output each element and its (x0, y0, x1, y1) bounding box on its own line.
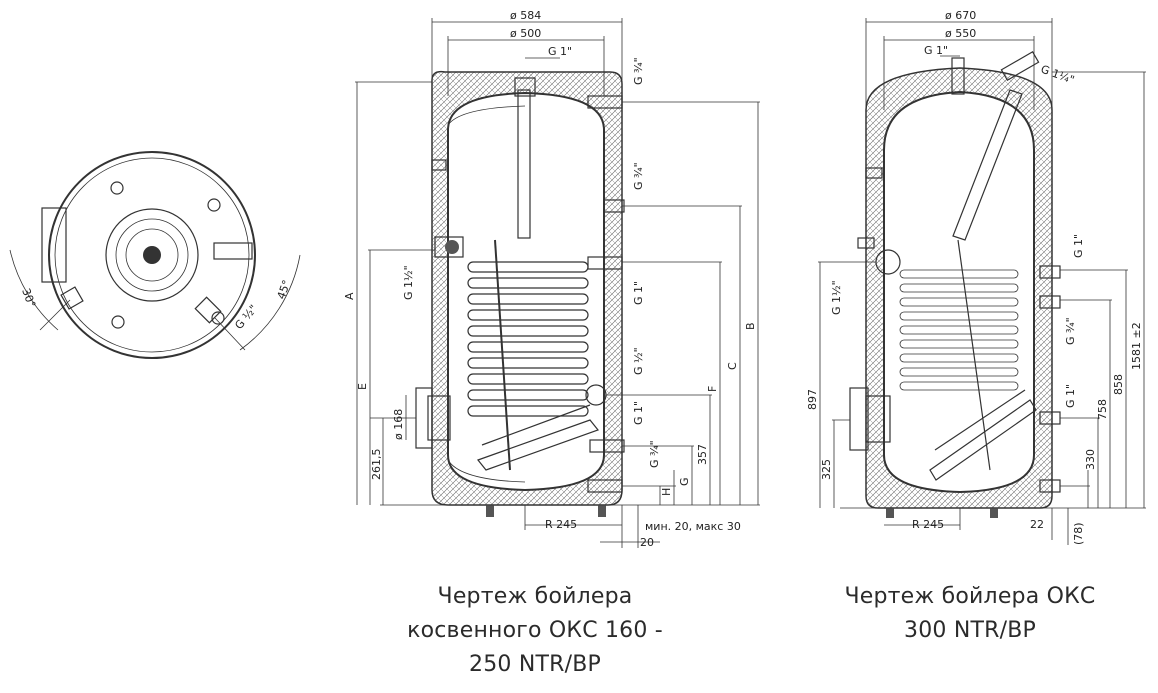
left-dim-G: G (678, 477, 691, 486)
left-top-thread-label: G 1" (548, 45, 572, 58)
right-thread-2: G ¾" (1064, 317, 1077, 345)
left-thread-3: G 1" (632, 281, 645, 305)
left-thread-2: G ¾" (632, 162, 645, 190)
left-drawing: ø 584 ø 500 G 1" G ¾" G ¾" G 1" G ½" G 1… (343, 9, 760, 549)
left-dim-B: B (744, 322, 757, 330)
left-caption: Чертеж бойлера косвенного ОКС 160 - 250 … (360, 580, 710, 682)
left-right-threads: G ¾" G ¾" G 1" G ½" G 1" G ¾" (632, 57, 661, 468)
left-caption-line-1: Чертеж бойлера (437, 584, 633, 609)
right-bottom-22: 22 (1030, 518, 1044, 531)
left-dim-F: F (706, 386, 719, 392)
right-thread-1: G 1" (1072, 234, 1085, 258)
left-dia-inner-label: ø 500 (510, 27, 541, 40)
left-thread-6: G ¾" (648, 440, 661, 468)
left-dim-E: E (356, 383, 369, 390)
right-dim-897: 897 (806, 389, 819, 410)
right-r-label: R 245 (912, 518, 944, 531)
right-dia-outer-label: ø 670 (945, 9, 976, 22)
left-dim-261: 261,5 (370, 449, 383, 481)
left-dim-357: 357 (696, 444, 709, 465)
angle-45-label: 45° (275, 278, 294, 301)
left-caption-line-3: 250 NTR/BP (469, 652, 601, 677)
left-coil (467, 239, 599, 471)
right-side-thread: G 1½" (830, 280, 843, 315)
right-dim-858: 858 (1112, 374, 1125, 395)
right-dim-325: 325 (820, 459, 833, 480)
left-thread-1: G ¾" (632, 57, 645, 85)
right-caption-line-2: 300 NTR/BP (904, 618, 1036, 643)
left-dia-outer-label: ø 584 (510, 9, 541, 22)
right-coil (899, 239, 1037, 481)
left-bottom-20: 20 (640, 536, 654, 549)
right-caption-line-1: Чертеж бойлера ОКС (844, 584, 1096, 609)
right-dim-330: 330 (1084, 449, 1097, 470)
right-thread-3: G 1" (1064, 384, 1077, 408)
top-view: 30° 45° G ½" (9, 151, 301, 359)
left-thread-4: G ½" (632, 347, 645, 375)
right-diag-thread-label: G 1¼" (1039, 63, 1076, 87)
left-dim-H: H (660, 488, 673, 496)
left-bottom-note: мин. 20, макс 30 (645, 520, 741, 533)
right-drawing: ø 670 ø 550 G 1" G 1¼" G 1" G ¾" G 1" G … (806, 9, 1146, 545)
left-thread-5: G 1" (632, 401, 645, 425)
left-dim-C: C (726, 362, 739, 370)
left-r-label: R 245 (545, 518, 577, 531)
right-bottom-78: (78) (1072, 522, 1085, 545)
top-thread-label: G ½" (232, 302, 260, 332)
right-dim-1581: 1581 ±2 (1130, 322, 1143, 370)
left-dim-A: A (343, 292, 356, 300)
left-side-thread: G 1½" (402, 265, 415, 300)
angle-30-label: 30° (19, 287, 38, 310)
right-dia-inner-label: ø 550 (945, 27, 976, 40)
right-top-thread-label: G 1" (924, 44, 948, 57)
left-caption-line-2: косвенного ОКС 160 - (407, 618, 663, 643)
left-dim-168: ø 168 (392, 409, 405, 440)
right-dim-758: 758 (1096, 399, 1109, 420)
right-caption: Чертеж бойлера ОКС 300 NTR/BP (790, 580, 1150, 648)
